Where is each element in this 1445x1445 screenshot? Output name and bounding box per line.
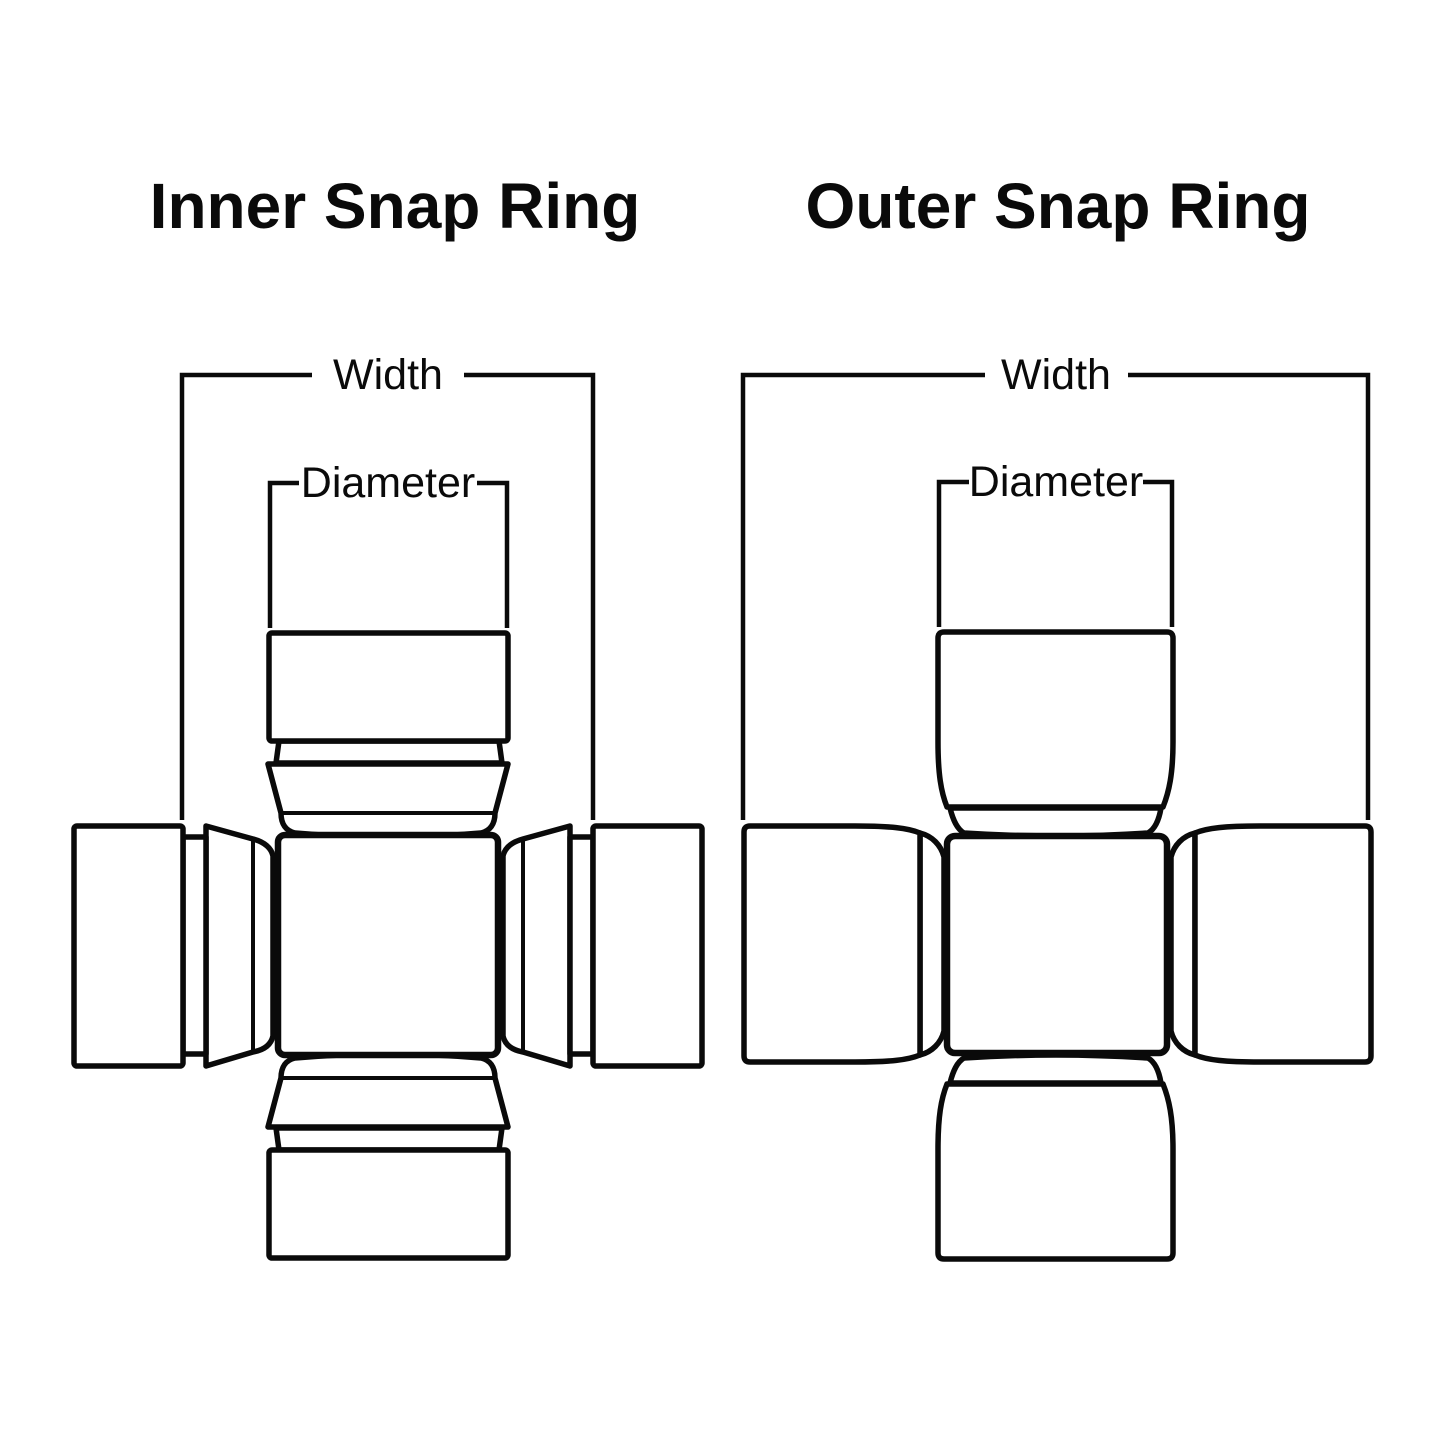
inner-right-bearing-cap [590,823,705,1069]
inner-diameter-bracket [267,480,510,628]
outer-right-bearing-cap [1192,823,1374,1065]
inner-left-bearing-cap [71,823,186,1069]
inner-right-seal [500,823,573,1069]
inner-bottom-bearing-cap [266,1147,511,1261]
outer-diameter-bracket [936,479,1175,627]
outer-right-arm [1168,823,1374,1065]
inner-left-seal [203,823,276,1069]
outer-bottom-bearing-cap [935,1081,1176,1262]
inner-top-snap-ring-band [273,738,505,766]
inner-left-snap-ring-band [180,834,209,1057]
outer-right-seal [1168,830,1198,1058]
outer-left-seal [917,830,947,1058]
outer-top-bearing-cap [935,629,1176,810]
inner-top-arm [265,630,511,840]
inner-right-arm [500,823,705,1069]
outer-left-bearing-cap [741,823,923,1065]
outer-bottom-seal [947,1052,1164,1086]
inner-right-snap-ring-band [567,834,596,1057]
outer-top-arm [935,629,1176,839]
inner-top-seal [265,761,511,840]
inner-bottom-seal [265,1051,511,1130]
diagram-outer-snap-ring: Outer Snap Ring Width Diameter [740,170,1374,1262]
inner-bottom-arm [265,1051,511,1261]
inner-width-label: Width [333,351,443,399]
outer-diameter-label: Diameter [969,458,1143,506]
outer-left-arm [741,823,947,1065]
inner-top-bearing-cap [266,630,511,744]
inner-bottom-snap-ring-band [273,1125,505,1153]
outer-top-seal [947,805,1164,839]
inner-cross-body [274,831,502,1059]
outer-width-label: Width [1001,351,1111,399]
outer-cross-body [943,832,1171,1057]
outer-bottom-arm [935,1052,1176,1262]
inner-width-bracket [179,372,596,820]
inner-left-arm [71,823,276,1069]
outer-width-bracket [740,372,1371,820]
diagram-inner-snap-ring: Inner Snap Ring Width Diameter [71,170,705,1261]
outer-diagram-title: Outer Snap Ring [806,170,1311,242]
inner-diameter-label: Diameter [301,459,475,507]
inner-diagram-title: Inner Snap Ring [150,170,641,242]
